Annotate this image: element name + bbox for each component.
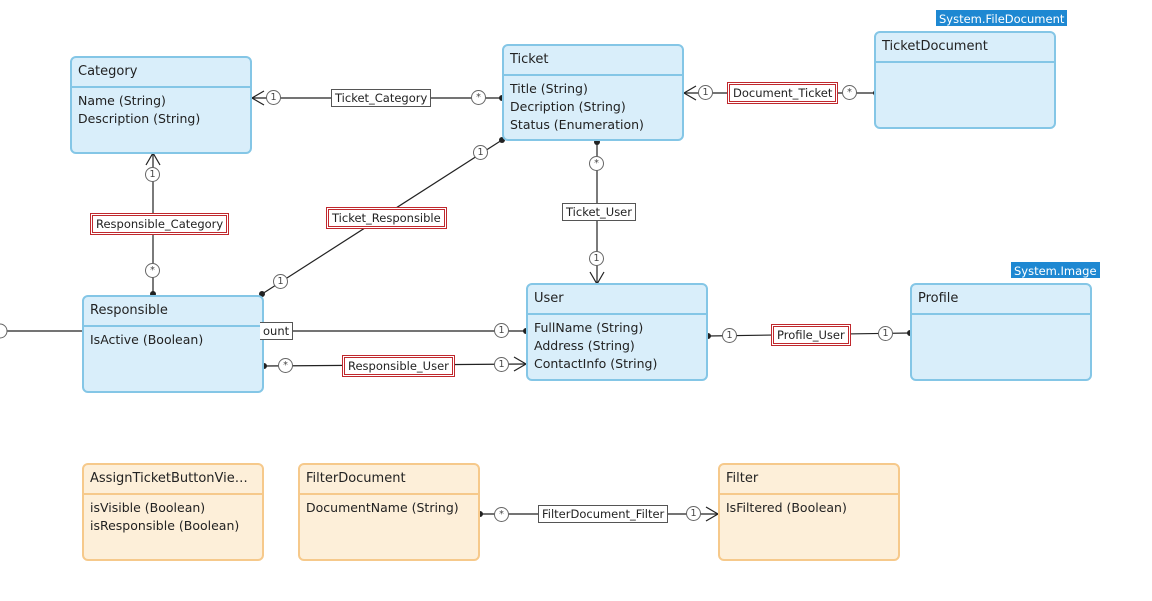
association-ticket-category[interactable]: Ticket_Category: [331, 89, 432, 107]
attribute[interactable]: Address (String): [534, 338, 635, 353]
attribute-list: FullName (String) Address (String) Conta…: [528, 315, 706, 377]
attribute-list: Name (String) Description (String): [72, 88, 250, 132]
multiplicity-one: 1: [494, 357, 509, 372]
multiplicity-one: 1: [494, 323, 509, 338]
attribute[interactable]: IsActive (Boolean): [90, 332, 204, 347]
arrow-head-category: [250, 90, 265, 106]
association-document-ticket[interactable]: Document_Ticket: [727, 82, 839, 104]
generalization-badge: System.Image: [1011, 262, 1100, 278]
attribute-list: IsFiltered (Boolean): [720, 495, 898, 521]
arrow-head-ticket: [682, 85, 697, 101]
entity-ticketdocument[interactable]: TicketDocument: [874, 31, 1056, 129]
entity-title: Filter: [720, 465, 898, 495]
attribute-list: isVisible (Boolean) isResponsible (Boole…: [84, 495, 262, 539]
entity-responsible[interactable]: Responsible IsActive (Boolean): [82, 295, 264, 393]
entity-title: TicketDocument: [876, 33, 1054, 63]
attribute[interactable]: Title (String): [510, 81, 588, 96]
multiplicity-many: *: [494, 507, 509, 522]
association-filterdocument-filter[interactable]: FilterDocument_Filter: [538, 505, 669, 523]
attribute[interactable]: FullName (String): [534, 320, 644, 335]
association-ticket-user[interactable]: Ticket_User: [562, 203, 636, 221]
association-responsible-category[interactable]: Responsible_Category: [90, 213, 230, 235]
entity-title: Category: [72, 58, 250, 88]
attribute[interactable]: Description (String): [78, 111, 201, 126]
attribute[interactable]: ContactInfo (String): [534, 356, 658, 371]
multiplicity-one: 1: [698, 85, 713, 100]
multiplicity-one: 1: [722, 328, 737, 343]
multiplicity-many: *: [842, 85, 857, 100]
entity-title: Ticket: [504, 46, 682, 76]
attribute[interactable]: isResponsible (Boolean): [90, 518, 240, 533]
attribute[interactable]: IsFiltered (Boolean): [726, 500, 847, 515]
attribute[interactable]: DocumentName (String): [306, 500, 459, 515]
attribute[interactable]: isVisible (Boolean): [90, 500, 206, 515]
attribute[interactable]: Status (Enumeration): [510, 117, 644, 132]
mult-partial-left: [0, 323, 8, 339]
entity-title: Profile: [912, 285, 1090, 315]
multiplicity-one: 1: [145, 167, 160, 182]
multiplicity-one: 1: [686, 506, 701, 521]
entity-title: Responsible: [84, 297, 262, 327]
association-profile-user[interactable]: Profile_User: [771, 324, 851, 346]
multiplicity-one: 1: [473, 145, 488, 160]
multiplicity-many: *: [278, 358, 293, 373]
association-account-partial[interactable]: ount: [260, 322, 294, 340]
entity-ticket[interactable]: Ticket Title (String) Decription (String…: [502, 44, 684, 141]
multiplicity-one: 1: [266, 90, 281, 105]
entity-title: User: [528, 285, 706, 315]
entity-filterdocument[interactable]: FilterDocument DocumentName (String): [298, 463, 480, 561]
entity-title: FilterDocument: [300, 465, 478, 495]
association-responsible-user[interactable]: Responsible_User: [342, 355, 455, 377]
multiplicity-many: *: [145, 263, 160, 278]
multiplicity-one: 1: [878, 326, 893, 341]
entity-user[interactable]: User FullName (String) Address (String) …: [526, 283, 708, 381]
entity-assignticketbuttonviewmodel[interactable]: AssignTicketButtonViewM... isVisible (Bo…: [82, 463, 264, 561]
entity-filter[interactable]: Filter IsFiltered (Boolean): [718, 463, 900, 561]
attribute-list: DocumentName (String): [300, 495, 478, 521]
attribute-list: IsActive (Boolean): [84, 327, 262, 353]
entity-category[interactable]: Category Name (String) Description (Stri…: [70, 56, 252, 154]
multiplicity-one: 1: [273, 274, 288, 289]
multiplicity-one: 1: [589, 251, 604, 266]
generalization-badge: System.FileDocument: [936, 10, 1068, 26]
association-ticket-responsible[interactable]: Ticket_Responsible: [326, 207, 447, 229]
attribute[interactable]: Name (String): [78, 93, 166, 108]
attribute[interactable]: Decription (String): [510, 99, 626, 114]
attribute-list: Title (String) Decription (String) Statu…: [504, 76, 682, 138]
multiplicity-many: *: [471, 90, 486, 105]
entity-title: AssignTicketButtonViewM...: [84, 465, 262, 495]
multiplicity-many: *: [589, 156, 604, 171]
entity-profile[interactable]: Profile: [910, 283, 1092, 381]
